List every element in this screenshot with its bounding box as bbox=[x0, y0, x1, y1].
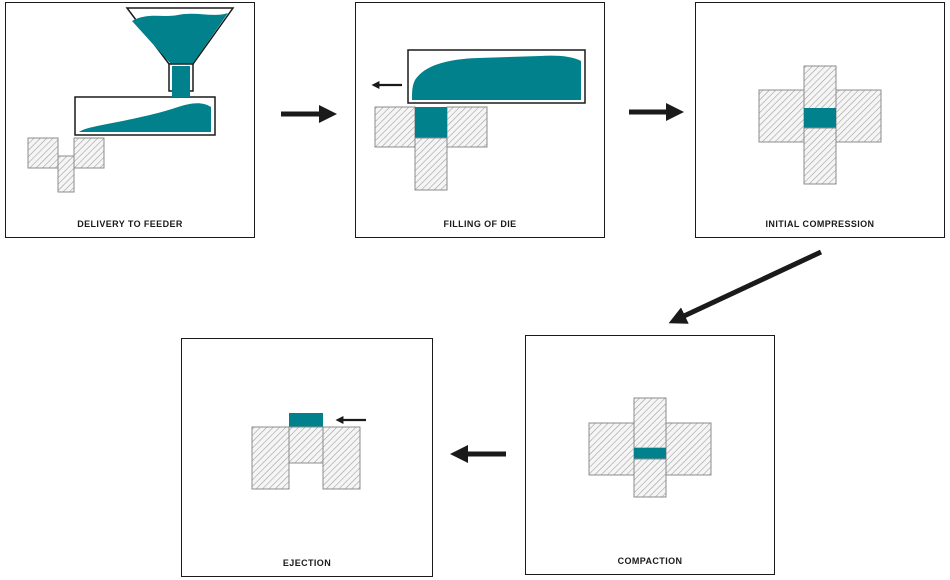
panel-delivery-to-feeder: DELIVERY TO FEEDER bbox=[5, 2, 255, 238]
panel-label-delivery: DELIVERY TO FEEDER bbox=[77, 219, 183, 229]
panel-label-compaction: COMPACTION bbox=[617, 556, 683, 566]
panel-ejection: EJECTION bbox=[181, 338, 433, 577]
arrow-compression-to-compaction bbox=[668, 249, 823, 324]
panel-initial-compression: INITIAL COMPRESSION bbox=[695, 2, 945, 238]
panel-filling-of-die: FILLING OF DIE bbox=[355, 2, 605, 238]
panel-label-filling: FILLING OF DIE bbox=[443, 219, 517, 229]
panel-label-ejection: EJECTION bbox=[282, 558, 332, 568]
panel-label-initial-compression: INITIAL COMPRESSION bbox=[765, 219, 875, 229]
panel-compaction: COMPACTION bbox=[525, 335, 775, 575]
